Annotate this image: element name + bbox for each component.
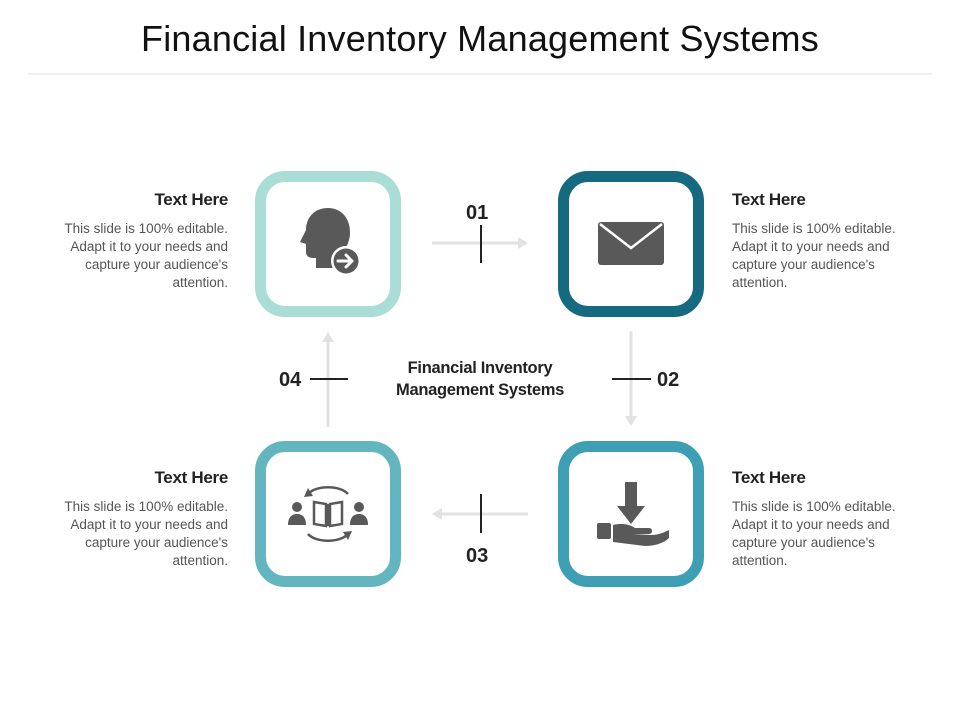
step-heading-02: Text Here xyxy=(732,190,806,209)
step-heading-03: Text Here xyxy=(732,468,806,487)
arrow-02-head xyxy=(625,416,637,426)
step-text-02: Text Here This slide is 100% editable. A… xyxy=(732,190,912,292)
step-number-01: 01 xyxy=(466,202,489,224)
step-description-02: This slide is 100% editable. Adapt it to… xyxy=(732,221,896,290)
step-description-01: This slide is 100% editable. Adapt it to… xyxy=(64,221,228,290)
arrow-01-head xyxy=(518,237,528,249)
step-tile-02 xyxy=(558,171,704,317)
step-text-01: Text Here This slide is 100% editable. A… xyxy=(48,190,228,292)
step-heading-01: Text Here xyxy=(154,190,228,209)
step-description-04: This slide is 100% editable. Adapt it to… xyxy=(64,499,228,568)
step-number-04: 04 xyxy=(279,369,302,391)
step-tile-03 xyxy=(558,441,704,587)
page-title: Financial Inventory Management Systems xyxy=(141,18,819,59)
hand-download-icon xyxy=(597,482,669,546)
step-description-03: This slide is 100% editable. Adapt it to… xyxy=(732,499,896,568)
head-arrow-icon xyxy=(300,208,361,276)
step-tile-04 xyxy=(255,441,401,587)
step-text-04: Text Here This slide is 100% editable. A… xyxy=(48,468,228,570)
center-label: Financial Inventory Management Systems xyxy=(396,359,564,399)
step-number-02: 02 xyxy=(657,369,680,391)
step-tile-01 xyxy=(255,171,401,317)
envelope-icon xyxy=(598,222,664,265)
step-text-03: Text Here This slide is 100% editable. A… xyxy=(732,468,912,570)
step-number-03: 03 xyxy=(466,545,489,567)
title-divider xyxy=(28,73,932,75)
step-heading-04: Text Here xyxy=(154,468,228,487)
arrow-03-head xyxy=(432,508,442,520)
knowledge-sharing-icon xyxy=(288,486,368,542)
arrow-04-head xyxy=(322,332,334,342)
